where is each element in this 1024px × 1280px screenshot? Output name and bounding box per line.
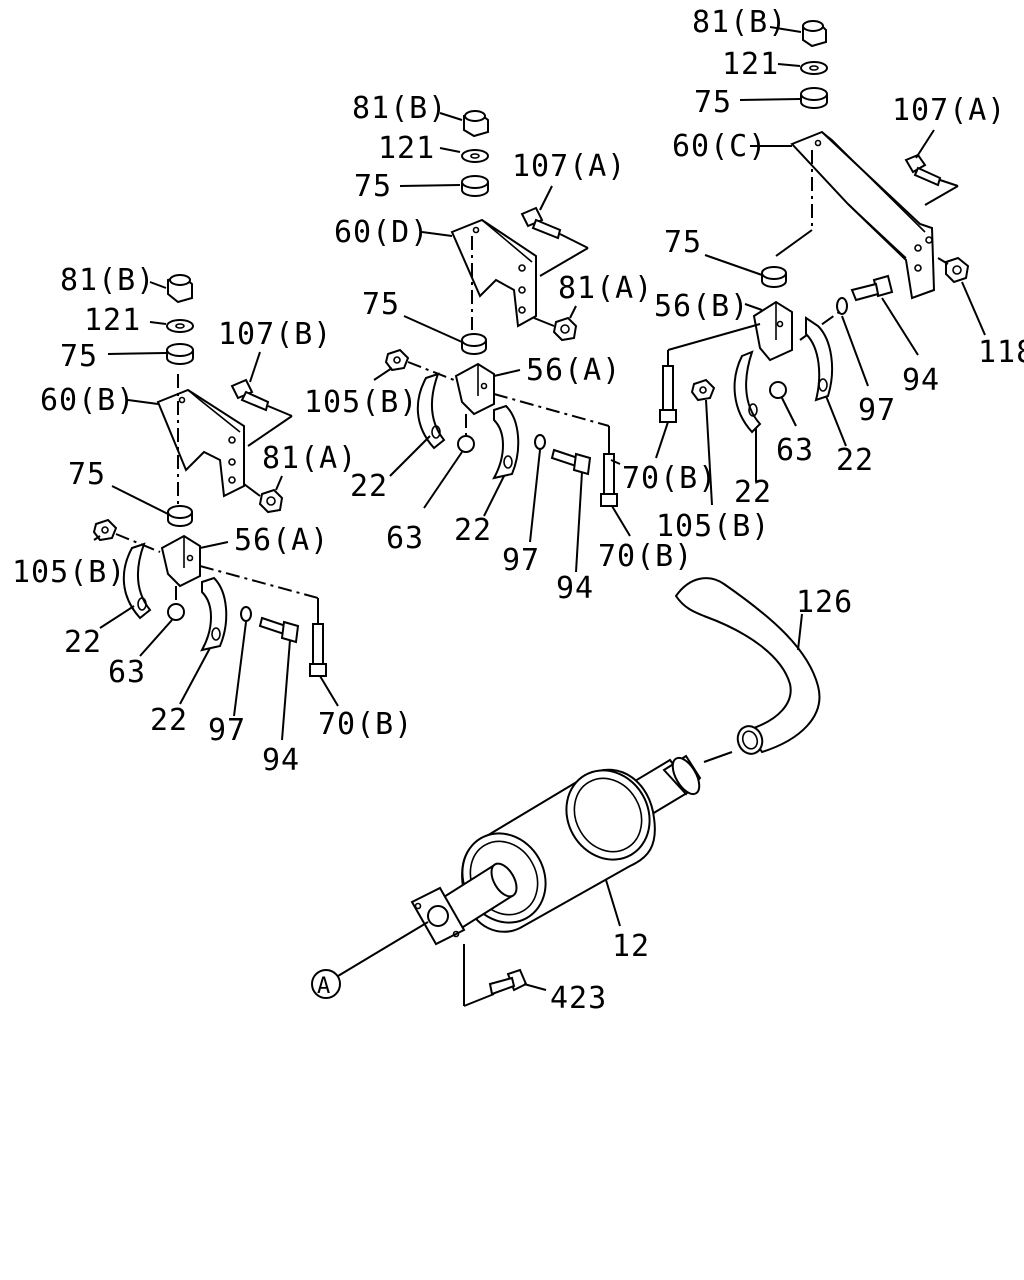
bolt-107a-middle [520,206,562,240]
label-81b-left: 81(B) [60,263,155,298]
label-12: 12 [612,929,650,964]
label-75-left-lower: 75 [68,457,106,492]
label-97-middle: 97 [502,543,540,578]
label-70b-middle: 70(B) [598,539,693,574]
bracket-60d [450,218,537,328]
bolt-70b-left [309,623,327,677]
bracket-60b [156,388,245,498]
label-97-right: 97 [858,393,896,428]
bolt-94-middle [550,448,592,476]
washer-97-left [240,606,252,622]
washer-121-right [800,61,828,75]
label-81b-middle: 81(B) [352,91,447,126]
bracket-60c [790,130,936,300]
label-56a-left: 56(A) [234,523,329,558]
label-63-left: 63 [108,655,146,690]
callout-labels: 81(B) 121 75 107(A) 60(C) 75 118 56(B) 9… [12,5,1024,1016]
label-22-left-a: 22 [64,625,102,660]
bolt-107a-right [904,153,942,187]
label-75-left: 75 [60,339,98,374]
holder-56b [752,300,793,362]
cushion-75-middle [461,175,489,197]
label-105b-middle: 105(B) [304,385,418,420]
label-94-middle: 94 [556,571,594,606]
label-56b: 56(B) [654,289,749,324]
label-105b-right: 105(B) [656,509,770,544]
label-81a-left: 81(A) [262,441,357,476]
nut-81b-middle [463,110,489,138]
label-22-middle-b: 22 [454,513,492,548]
bracket-group-left [92,274,339,741]
bracket-group-right [655,20,986,506]
label-121-middle: 121 [378,131,435,166]
nut-118 [945,256,970,284]
label-423: 423 [550,981,607,1016]
label-75-right: 75 [694,85,732,120]
bolt-70b-right [659,365,677,423]
washer-121-middle [461,149,489,163]
label-22-middle-a: 22 [350,469,388,504]
label-60b: 60(B) [40,383,135,418]
bracket-group-middle [373,110,631,573]
clamp-22-middle-a [416,372,446,450]
cushion-75-right [800,87,828,109]
label-63-middle: 63 [386,521,424,556]
washer-97-middle [534,434,546,450]
label-a: A [317,974,331,999]
label-60c: 60(C) [672,129,767,164]
label-97-left: 97 [208,713,246,748]
label-107b-left: 107(B) [218,317,332,352]
nut-105b-right [690,378,716,402]
collar-63-right [769,381,787,399]
label-121-left: 121 [84,303,141,338]
collar-63-middle [457,435,475,453]
label-105b-left: 105(B) [12,555,126,590]
label-118: 118 [978,335,1024,370]
nut-81a-middle [552,316,578,342]
label-56a-middle: 56(A) [526,353,621,388]
muffler-12 [410,754,702,946]
cushion-75-right-lower [761,266,787,288]
clamp-22-right-b [733,350,762,434]
label-22-right-a: 22 [836,443,874,478]
cushion-75-left [166,343,194,365]
label-81b-right: 81(B) [692,5,787,40]
holder-56a-left [160,534,201,588]
collar-63-left [167,603,185,621]
label-75-right-lower: 75 [664,225,702,260]
nut-105b-left [92,518,118,542]
label-81a-middle: 81(A) [558,271,653,306]
label-22-right-b: 22 [734,475,772,510]
label-70b-left: 70(B) [318,707,413,742]
reference-a-marker [311,969,341,999]
label-75-middle-lower: 75 [362,287,400,322]
nut-81a-left [258,488,284,514]
label-121-right: 121 [722,47,779,82]
label-107a-middle: 107(A) [512,149,626,184]
nut-105b-middle [384,348,410,372]
label-60d: 60(D) [334,215,429,250]
label-94-left: 94 [262,743,300,778]
cushion-75-middle-lower [461,333,487,355]
label-63-right: 63 [776,433,814,468]
nut-81b-left [167,274,193,304]
exhaust-pipe-126 [674,577,821,755]
holder-56a-middle [454,362,495,416]
bolt-423 [488,968,528,996]
washer-97-right [836,297,848,315]
bolt-94-left [258,616,300,644]
nut-81b-right [802,20,827,48]
bolt-94-right [850,274,894,302]
label-107a-right: 107(A) [892,93,1006,128]
clamp-22-left-a [122,542,152,620]
label-94-right: 94 [902,363,940,398]
bolt-107b-left [230,378,270,412]
label-126: 126 [796,585,853,620]
label-70b-right: 70(B) [622,461,717,496]
label-22-left-b: 22 [150,703,188,738]
label-75-middle: 75 [354,169,392,204]
cushion-75-left-lower [167,505,193,527]
washer-121-left [166,319,194,333]
